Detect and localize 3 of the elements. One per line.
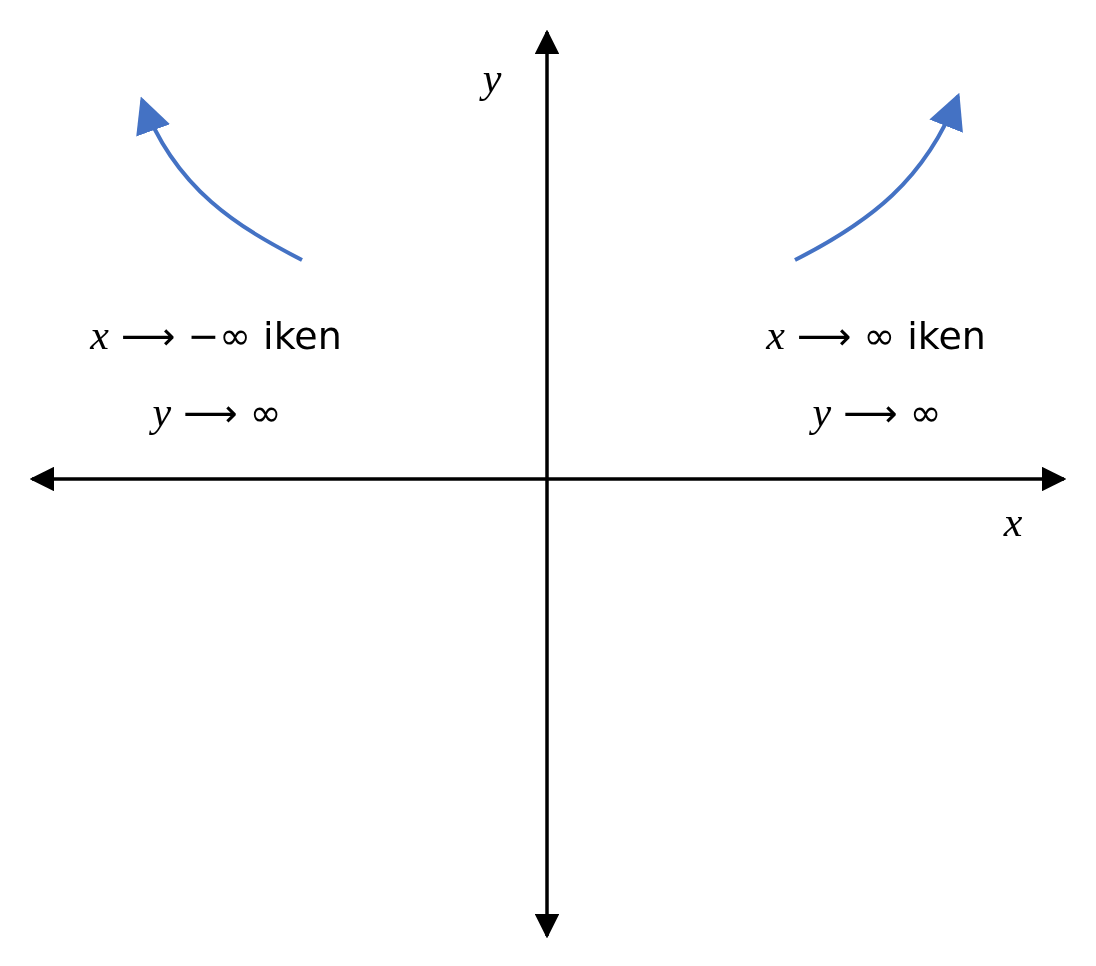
limit-condition: x ⟶ −∞ iken: [90, 314, 342, 356]
limit-condition: x ⟶ ∞ iken: [766, 314, 986, 356]
axis-label: x: [1003, 501, 1023, 543]
